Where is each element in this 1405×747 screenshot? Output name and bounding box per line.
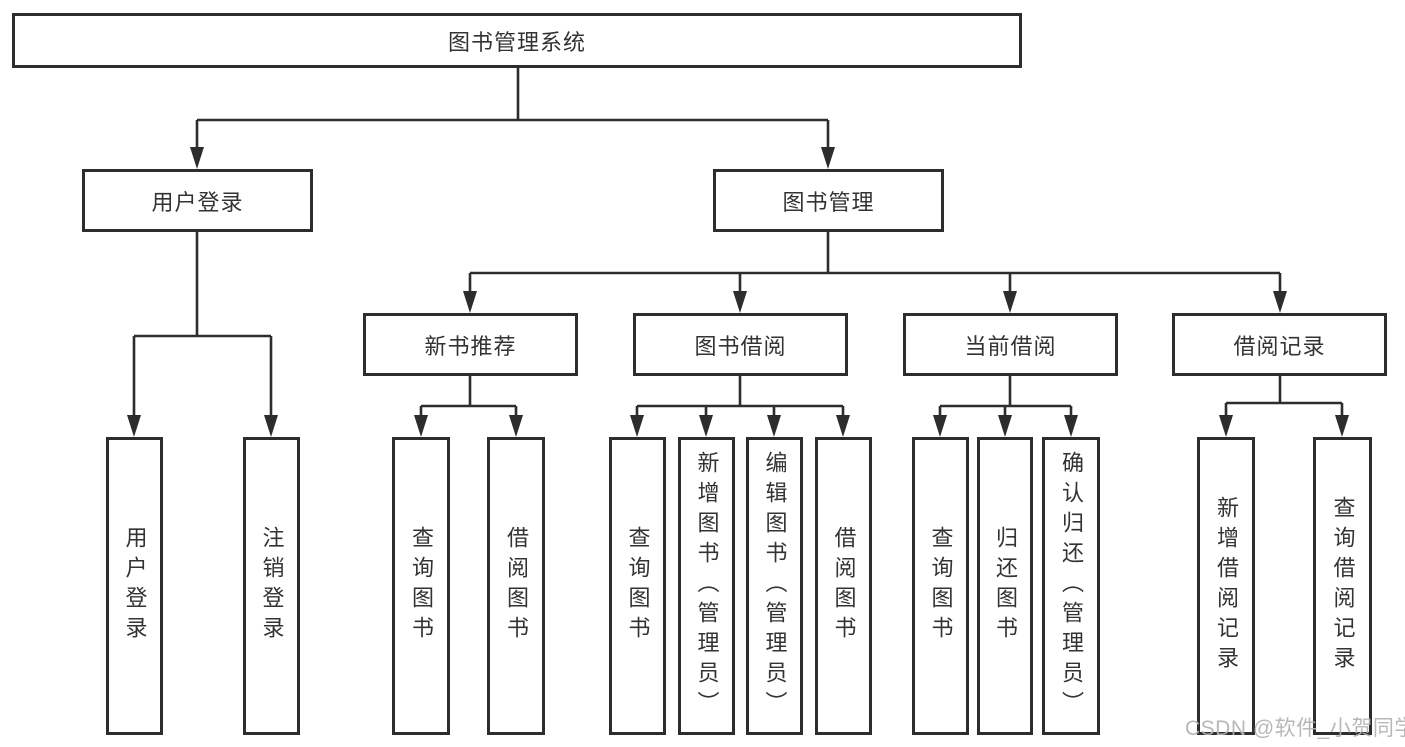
node-user-login: 用户登录 — [82, 169, 313, 232]
node-book-borrow: 图书借阅 — [633, 313, 848, 376]
leaf-current-confirm-return-admin: 确认归还（管理员） — [1042, 437, 1100, 735]
leaf-recommend-query-book-label: 查询图书 — [409, 526, 434, 646]
leaf-borrow-query-book: 查询图书 — [609, 437, 666, 735]
leaf-borrow-borrow-book-label: 借阅图书 — [831, 526, 857, 646]
leaf-user-login: 用户登录 — [106, 437, 163, 735]
leaf-record-query-label: 查询借阅记录 — [1330, 496, 1356, 676]
leaf-current-query-book-label: 查询图书 — [928, 526, 954, 646]
node-current-borrow-label: 当前借阅 — [964, 333, 1057, 359]
leaf-logout: 注销登录 — [243, 437, 300, 735]
node-book-management-label: 图书管理 — [782, 189, 875, 215]
node-root-label: 图书管理系统 — [447, 29, 586, 55]
node-borrow-record-label: 借阅记录 — [1233, 333, 1326, 359]
leaf-record-add-label: 新增借阅记录 — [1214, 496, 1239, 676]
node-current-borrow: 当前借阅 — [903, 313, 1118, 376]
leaf-user-login-label: 用户登录 — [122, 526, 148, 646]
leaf-record-add: 新增借阅记录 — [1197, 437, 1255, 735]
node-borrow-record: 借阅记录 — [1172, 313, 1387, 376]
csdn-watermark: CSDN @软件_小贺同学 — [1185, 717, 1405, 740]
leaf-borrow-add-book-admin-label: 新增图书（管理员） — [694, 451, 720, 721]
node-book-management: 图书管理 — [713, 169, 944, 232]
node-root-system: 图书管理系统 — [12, 13, 1022, 68]
leaf-current-confirm-return-admin-label: 确认归还（管理员） — [1059, 451, 1084, 721]
leaf-current-query-book: 查询图书 — [912, 437, 969, 735]
leaf-current-return-book-label: 归还图书 — [993, 526, 1018, 646]
node-book-borrow-label: 图书借阅 — [694, 333, 787, 359]
leaf-current-return-book: 归还图书 — [977, 437, 1033, 735]
leaf-logout-label: 注销登录 — [259, 526, 285, 646]
leaf-borrow-edit-book-admin-label: 编辑图书（管理员） — [762, 451, 788, 721]
leaf-borrow-query-book-label: 查询图书 — [625, 526, 651, 646]
leaf-recommend-borrow-book-label: 借阅图书 — [504, 526, 529, 646]
leaf-recommend-borrow-book: 借阅图书 — [487, 437, 545, 735]
leaf-record-query: 查询借阅记录 — [1313, 437, 1372, 735]
node-new-book-recommend-label: 新书推荐 — [424, 333, 517, 359]
leaf-borrow-edit-book-admin: 编辑图书（管理员） — [746, 437, 803, 735]
leaf-borrow-add-book-admin: 新增图书（管理员） — [678, 437, 735, 735]
leaf-borrow-borrow-book: 借阅图书 — [815, 437, 872, 735]
node-user-login-label: 用户登录 — [151, 189, 244, 215]
leaf-recommend-query-book: 查询图书 — [392, 437, 450, 735]
node-new-book-recommend: 新书推荐 — [363, 313, 578, 376]
